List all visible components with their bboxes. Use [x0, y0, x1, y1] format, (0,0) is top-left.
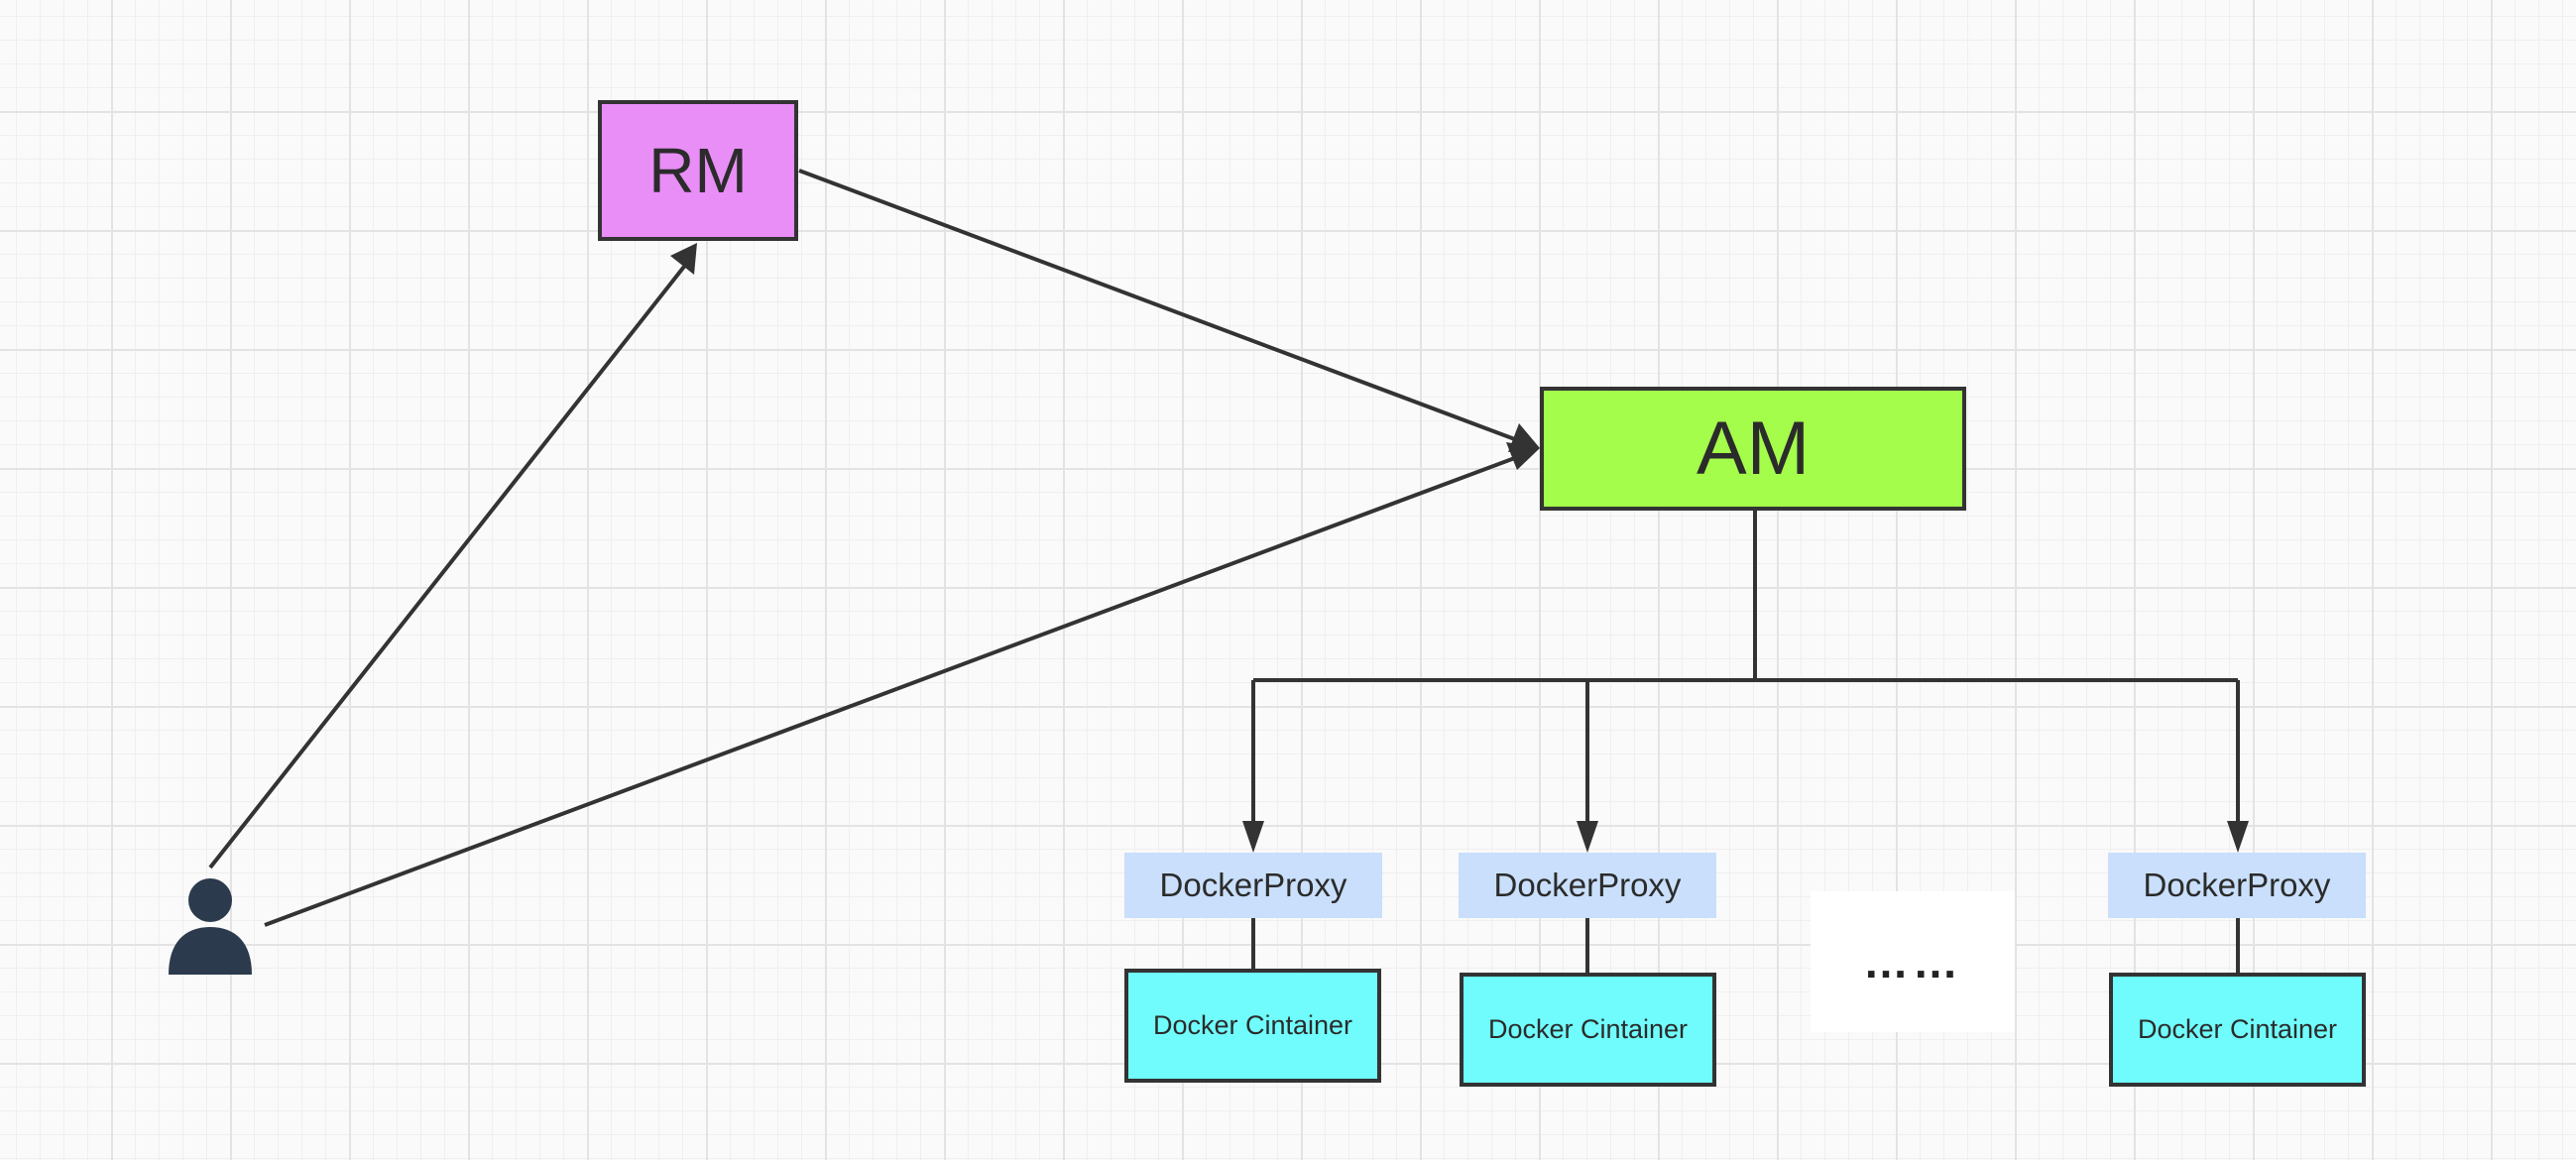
docker-container-label: Docker Cintainer: [2137, 1014, 2338, 1044]
rm-node[interactable]: RM: [598, 100, 798, 241]
arrowhead-proxy-2: [1577, 821, 1598, 853]
rm-label: RM: [648, 135, 748, 206]
docker-container-node-1[interactable]: Docker Cintainer: [1124, 969, 1381, 1083]
docker-proxy-label: DockerProxy: [1159, 867, 1347, 903]
arrowhead-proxy-3: [2227, 821, 2249, 853]
docker-container-label: Docker Cintainer: [1152, 1010, 1353, 1040]
docker-container-label: Docker Cintainer: [1487, 1014, 1689, 1044]
docker-container-node-3[interactable]: Docker Cintainer: [2109, 973, 2366, 1087]
edge-user-to-am[interactable]: [264, 454, 1521, 927]
docker-proxy-label: DockerProxy: [2143, 867, 2331, 903]
docker-container-node-2[interactable]: Docker Cintainer: [1460, 973, 1716, 1087]
edge-user-to-rm[interactable]: [208, 261, 689, 870]
edge-rm-to-am[interactable]: [798, 169, 1521, 443]
docker-proxy-label: DockerProxy: [1493, 867, 1682, 903]
user-icon[interactable]: [167, 877, 254, 977]
user-icon-graphic: [169, 878, 252, 975]
arrowhead-user-to-rm: [670, 243, 697, 275]
docker-proxy-node-1[interactable]: DockerProxy: [1124, 853, 1382, 918]
docker-proxy-node-2[interactable]: DockerProxy: [1459, 853, 1716, 918]
more-containers-ellipsis: ……: [1811, 891, 2015, 1032]
arrowhead-rm-to-am: [1508, 423, 1540, 452]
docker-proxy-node-3[interactable]: DockerProxy: [2108, 853, 2366, 918]
am-node[interactable]: AM: [1540, 387, 1966, 511]
am-label: AM: [1697, 406, 1810, 491]
arrowhead-proxy-1: [1242, 821, 1264, 853]
